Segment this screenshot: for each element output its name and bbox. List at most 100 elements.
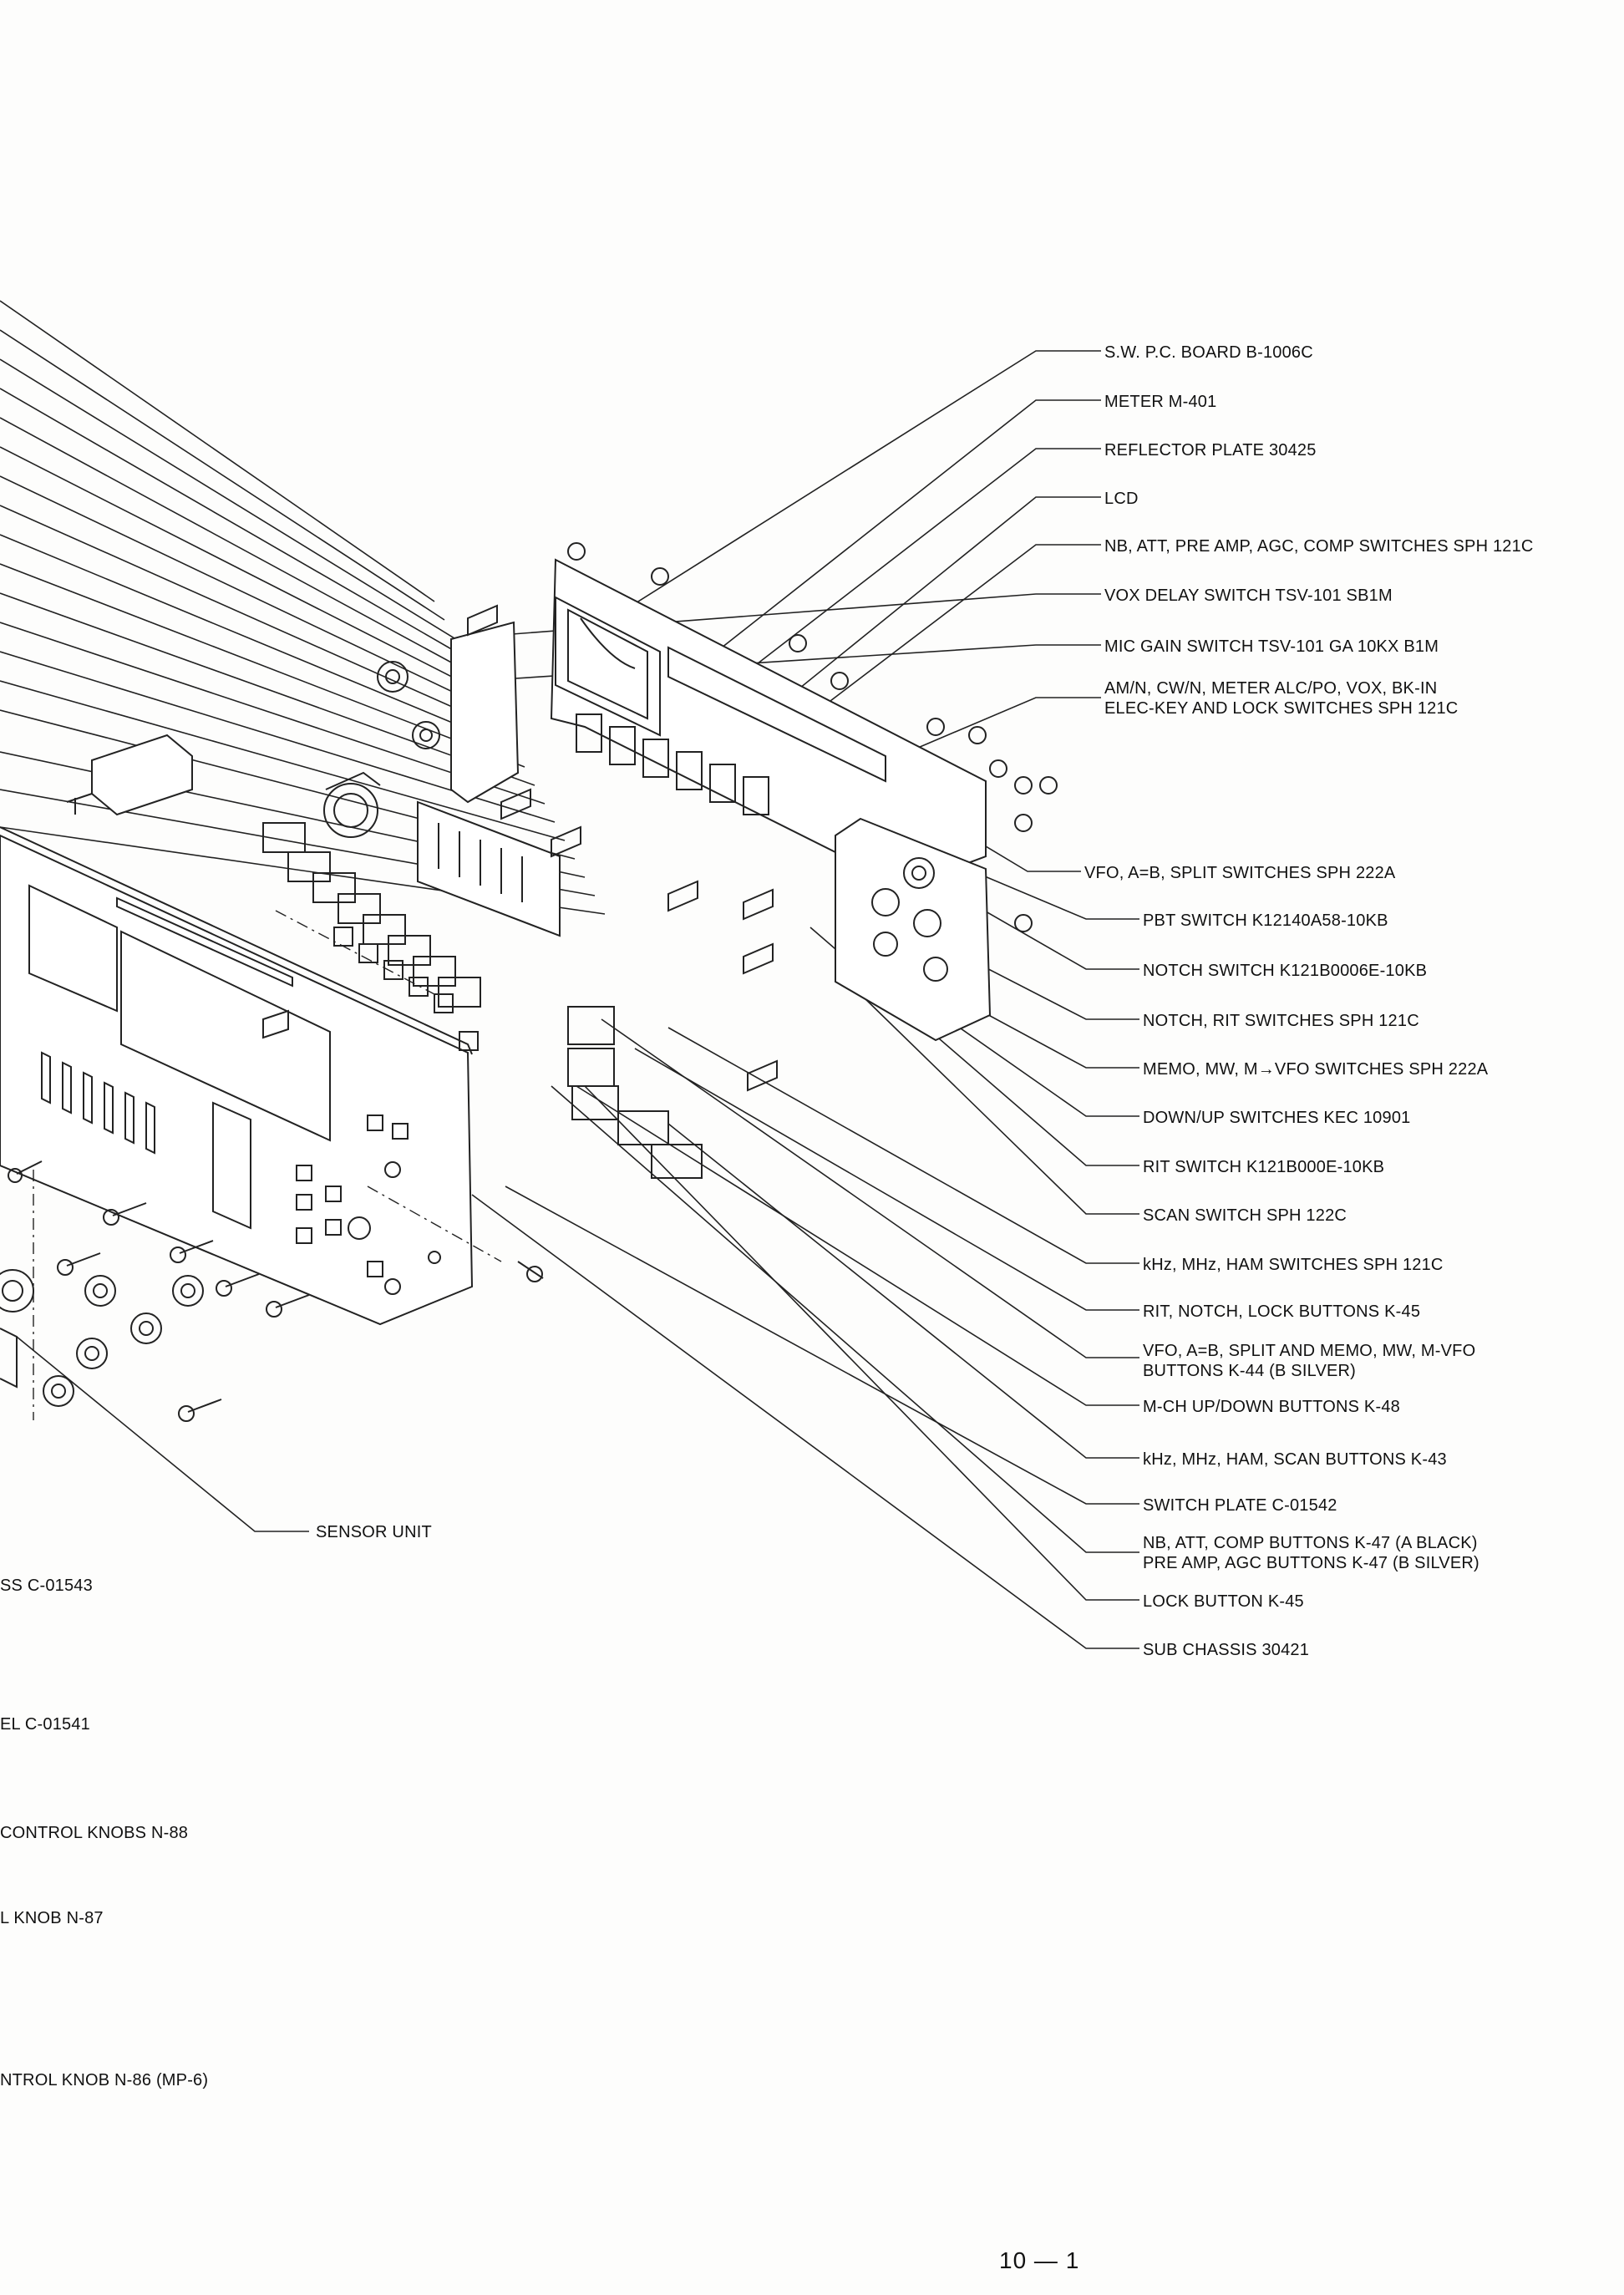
vox-pots [377,661,440,749]
centerlines [33,910,502,1420]
callout-text: M-CH UP/DOWN BUTTONS K-48 [1143,1398,1400,1416]
display-window-main [120,930,331,1142]
edge-leader [0,475,495,713]
callout-text: PRE AMP, AGC BUTTONS K-47 (B SILVER) [1143,1554,1479,1572]
leader-switch-plate [505,1186,1139,1505]
callout-text: VFO, A=B, SPLIT SWITCHES SPH 222A [1084,864,1396,882]
callout-sub-chassis: SUB CHASSIS 30421 [1143,1640,1309,1660]
callout-text: BUTTONS K-44 (B SILVER) [1143,1362,1357,1380]
callout-text: S.W. P.C. BOARD B-1006C [1104,343,1313,362]
callout-text: REFLECTOR PLATE 30425 [1104,441,1317,460]
switch-row [576,713,769,815]
leader-nb-att-switches [784,544,1101,736]
switch-plate-outline [417,800,561,937]
meter-face [567,608,648,720]
callout-text: SWITCH PLATE C-01542 [1143,1496,1337,1515]
leader-lock-button [584,1085,1139,1601]
switch-plate-slots [438,823,523,902]
callout-text: DOWN/UP SWITCHES KEC 10901 [1143,1109,1411,1127]
callout-rit-notch-lock-buttons: RIT, NOTCH, LOCK BUTTONS K-45 [1143,1302,1420,1322]
exploded-parts [0,542,1058,1422]
callout-text: NB, ATT, PRE AMP, AGC, COMP SWITCHES SPH… [1104,537,1534,556]
callout-reflector-plate: REFLECTOR PLATE 30425 [1104,440,1317,460]
mic-connector [323,771,381,838]
leader-rit-notch-lock-buttons [634,1048,1139,1311]
callout-text: VFO, A=B, SPLIT AND MEMO, MW, M-VFO [1143,1342,1476,1360]
callout-text: NOTCH, RIT SWITCHES SPH 121C [1143,1012,1419,1030]
callout-text: VOX DELAY SWITCH TSV-101 SB1M [1104,586,1393,605]
callout-vfo-buttons: VFO, A=B, SPLIT AND MEMO, MW, M-VFO BUTTO… [1143,1341,1475,1381]
callout-khz-buttons: kHz, MHz, HAM, SCAN BUTTONS K-43 [1143,1450,1447,1470]
callout-mic-gain-switch: MIC GAIN SWITCH TSV-101 GA 10KX B1M [1104,637,1439,657]
leader-m-ch-buttons [576,1085,1139,1406]
leader-nb-att-buttons [551,1085,1139,1553]
control-pots [871,857,948,982]
callout-scan-switch: SCAN SWITCH SPH 122C [1143,1206,1347,1226]
leader-sensor-unit [16,1336,309,1532]
callout-text: kHz, MHz, HAM, SCAN BUTTONS K-43 [1143,1450,1447,1469]
callout-nb-att-switches: NB, ATT, PRE AMP, AGC, COMP SWITCHES SPH… [1104,536,1534,556]
edge-leader [0,592,535,786]
callout-khz-switches: kHz, MHz, HAM SWITCHES SPH 121C [1143,1255,1444,1275]
label-panel-cut: EL C-01541 [0,1715,90,1734]
callout-text: LCD [1104,490,1139,508]
label-control-knobs-cut: CONTROL KNOBS N-88 [0,1824,189,1842]
button-holes [296,1114,409,1277]
edge-leader [0,563,525,768]
washers-nuts [43,1275,204,1407]
control-board-outline [835,817,992,1042]
leader-lcd [751,496,1101,728]
leader-reflector-plate [734,448,1101,682]
leader-vfo-buttons [601,1018,1139,1358]
label-chassis-cut: SS C-01543 [0,1577,93,1595]
button-caps-right [567,1006,703,1179]
leader-sw-pc-board [617,350,1101,615]
leader-am-n-switches [868,697,1101,769]
callout-rit-switch: RIT SWITCH K121B000E-10KB [1143,1157,1384,1177]
leader-vox-delay-switch [500,593,1101,636]
edge-leader [0,680,566,841]
callout-switch-plate: SWITCH PLATE C-01542 [1143,1495,1337,1516]
callout-vox-delay-switch: VOX DELAY SWITCH TSV-101 SB1M [1104,586,1393,606]
front-panel-outline [0,834,474,1326]
lcd-long-window [667,646,886,783]
display-window-left [28,884,118,1013]
button-caps-left [262,822,481,1008]
lcd-window [555,596,661,737]
callout-text: kHz, MHz, HAM SWITCHES SPH 121C [1143,1256,1444,1274]
leader-khz-buttons [667,1123,1139,1459]
callout-text: NOTCH SWITCH K121B0006E-10KB [1143,962,1428,980]
leader-meter [705,399,1101,661]
callout-down-up-switches: DOWN/UP SWITCHES KEC 10901 [1143,1108,1410,1128]
spacers [262,604,778,1092]
board-screws [567,542,1058,932]
callout-notch-switch: NOTCH SWITCH K121B0006E-10KB [1143,961,1427,981]
callout-text: LOCK BUTTON K-45 [1143,1592,1304,1611]
callout-text: MEMO, MW, M→VFO SWITCHES SPH 222A [1143,1060,1489,1079]
sensor-unit-cluster [0,1269,34,1389]
page-number: 10 — 1 [999,2247,1080,2273]
meter-cutout [212,1101,251,1230]
key-jack [66,734,193,816]
edge-leader [0,300,435,602]
callout-lock-button: LOCK BUTTON K-45 [1143,1592,1304,1612]
callout-text: RIT, NOTCH, LOCK BUTTONS K-45 [1143,1302,1421,1321]
vox-switch-board [450,621,520,804]
display-slot [116,896,293,988]
edge-leader [0,534,515,749]
callout-lcd: LCD [1104,489,1139,509]
callout-text: NB, ATT, COMP BUTTONS K-47 (A BLACK) [1143,1534,1478,1552]
callout-pbt-switch: PBT SWITCH K12140A58-10KB [1143,911,1388,931]
callout-text: METER M-401 [1104,393,1217,411]
callout-text: RIT SWITCH K121B000E-10KB [1143,1158,1385,1176]
callout-text: SCAN SWITCH SPH 122C [1143,1206,1347,1225]
meter-needle [580,617,636,669]
callout-nb-att-buttons: NB, ATT, COMP BUTTONS K-47 (A BLACK) PRE … [1143,1533,1479,1573]
edge-leader [0,358,455,639]
edge-leader [0,505,505,731]
edge-leader [0,329,445,621]
callout-notch-rit-switches: NOTCH, RIT SWITCHES SPH 121C [1143,1011,1419,1031]
